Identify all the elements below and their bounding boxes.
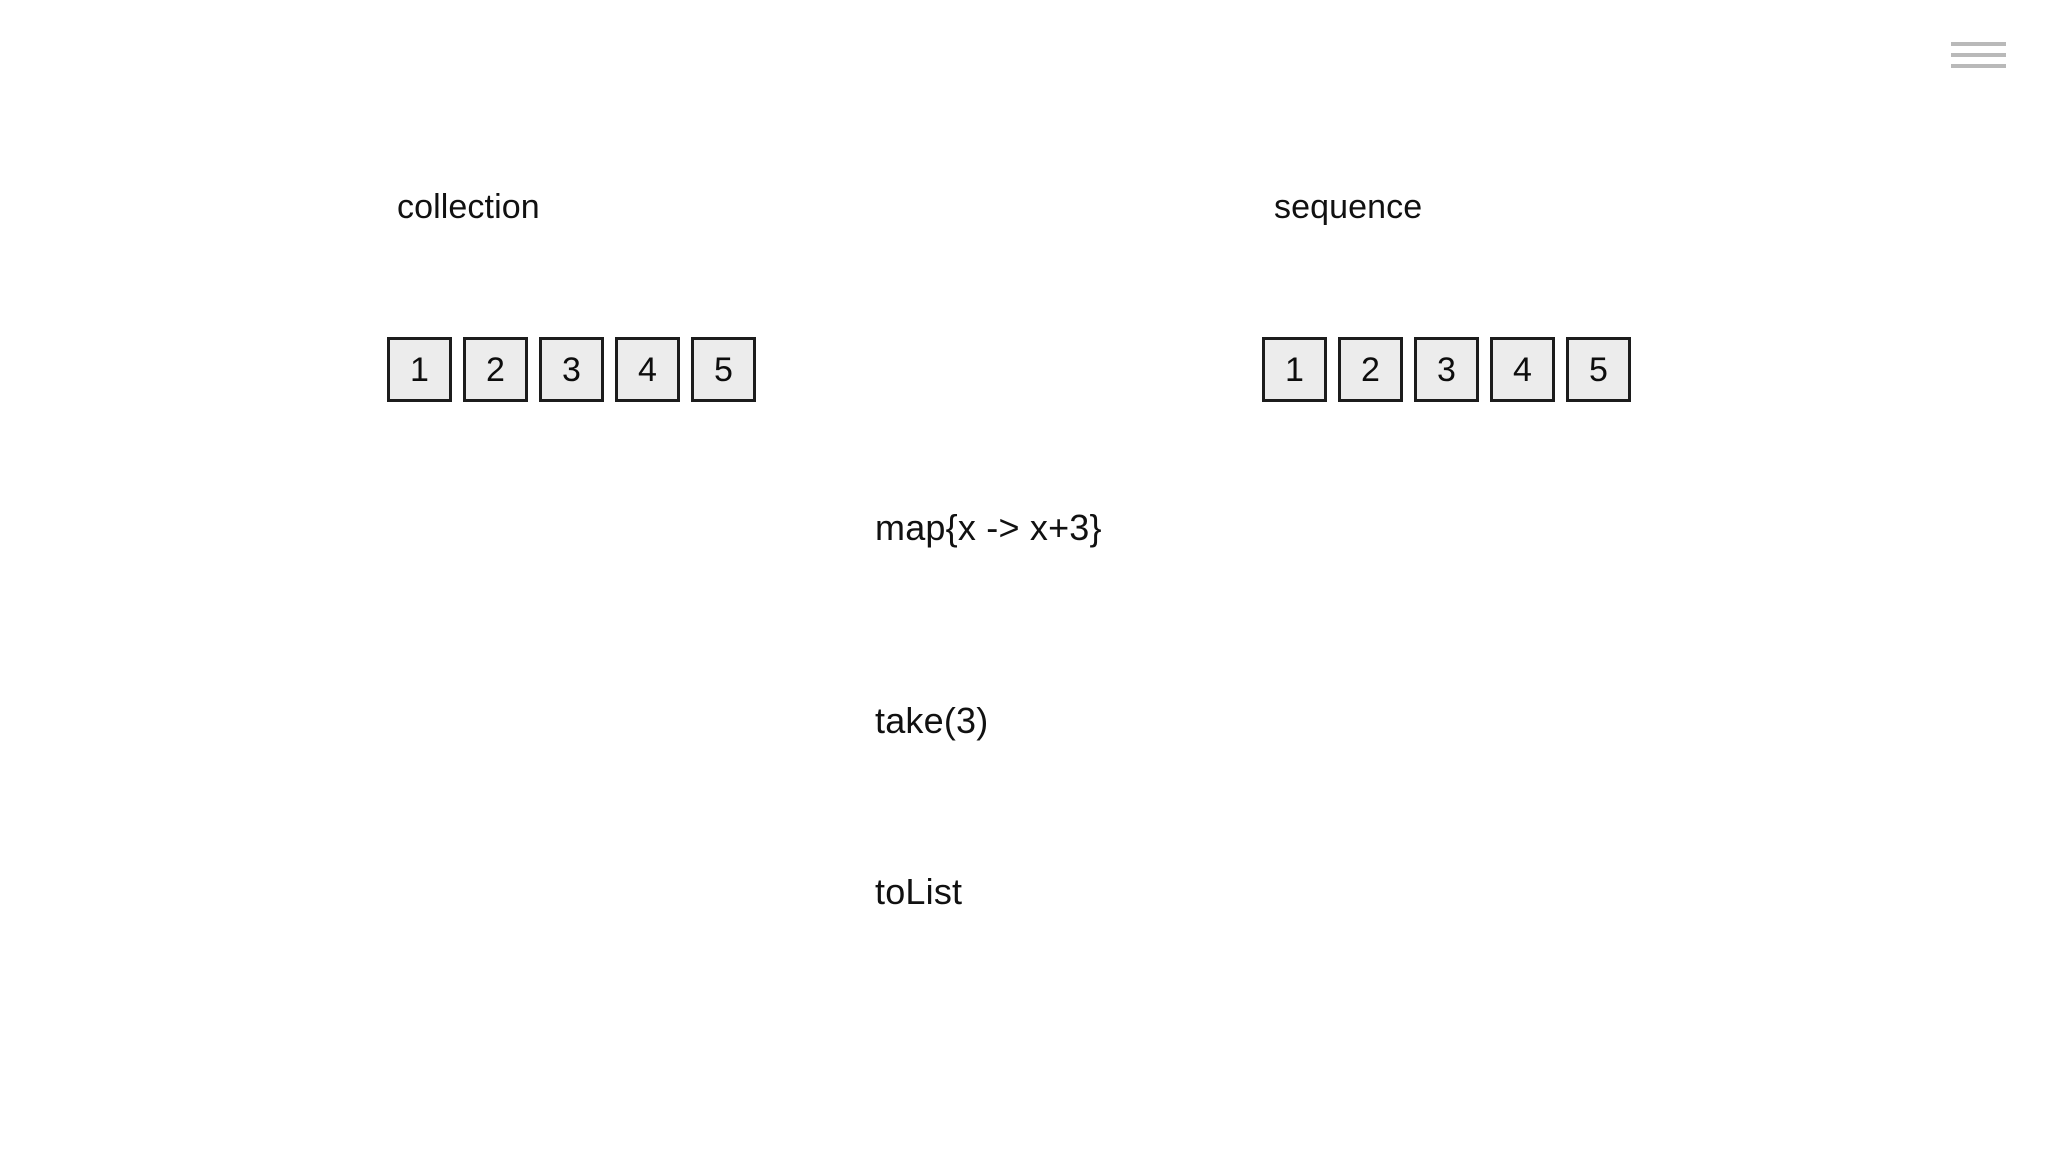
collection-column-title: collection	[397, 188, 540, 226]
collection-item-1: 1	[387, 337, 452, 402]
hamburger-bar-top	[1951, 42, 2006, 46]
sequence-item-1: 1	[1262, 337, 1327, 402]
sequence-element-row: 1 2 3 4 5	[1262, 337, 1631, 402]
operation-label-map: map{x -> x+3}	[875, 507, 1102, 548]
hamburger-bar-bottom	[1951, 64, 2006, 68]
sequence-item-3: 3	[1414, 337, 1479, 402]
hamburger-menu-icon[interactable]	[1948, 38, 2008, 72]
collection-item-3: 3	[539, 337, 604, 402]
sequence-item-2: 2	[1338, 337, 1403, 402]
collection-item-5: 5	[691, 337, 756, 402]
operation-label-tolist: toList	[875, 871, 963, 912]
sequence-item-5: 5	[1566, 337, 1631, 402]
collection-element-row: 1 2 3 4 5	[387, 337, 756, 402]
collection-item-2: 2	[463, 337, 528, 402]
sequence-column-title: sequence	[1274, 188, 1423, 226]
sequence-item-4: 4	[1490, 337, 1555, 402]
collection-item-4: 4	[615, 337, 680, 402]
hamburger-bar-middle	[1951, 53, 2006, 57]
operation-label-take: take(3)	[875, 700, 989, 741]
